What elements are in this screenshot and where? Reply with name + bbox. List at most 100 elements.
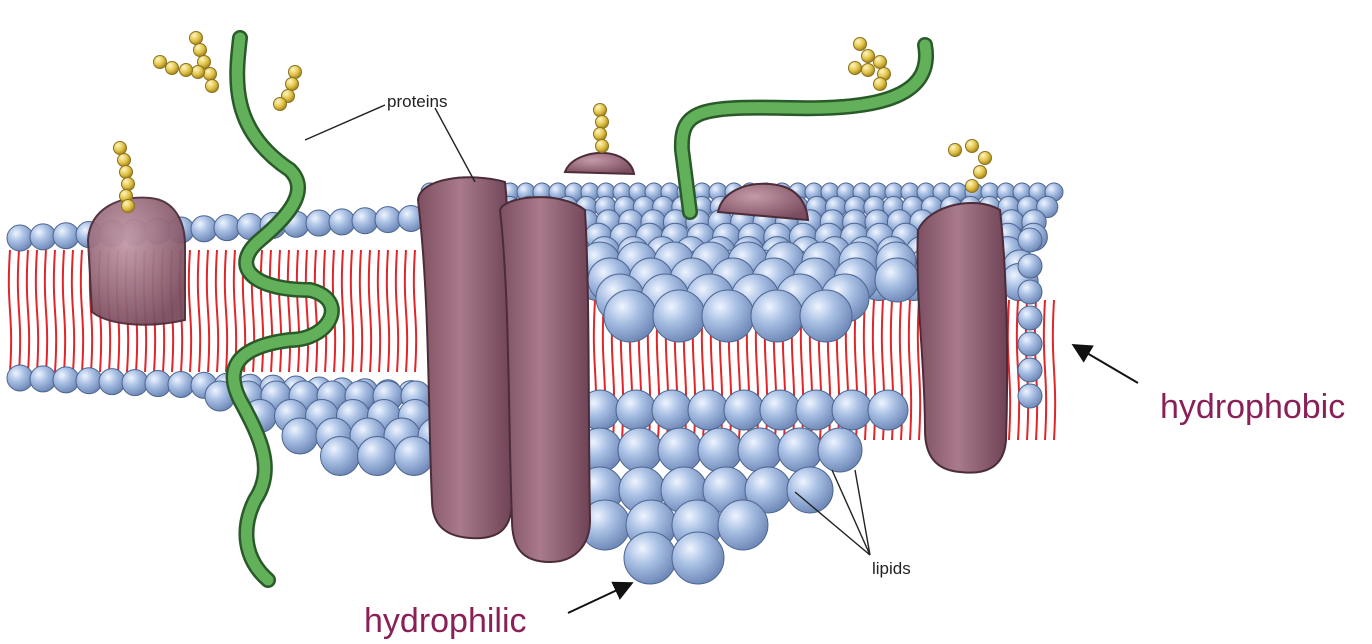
- lipid-head: [724, 390, 764, 430]
- sugar-bead: [594, 104, 607, 117]
- sugar-bead: [166, 62, 179, 75]
- lipid-tail: [9, 250, 11, 372]
- sugar-bead: [849, 62, 862, 75]
- sugar-bead: [286, 78, 299, 91]
- lipid-tail: [288, 250, 290, 372]
- sugar-bead: [118, 154, 131, 167]
- lipid-head: [688, 390, 728, 430]
- hydrophobic-arrow: [1075, 346, 1138, 383]
- lipid-tail: [54, 250, 56, 372]
- lipid-head: [1018, 384, 1042, 408]
- lipid-head: [282, 418, 318, 454]
- lipid-head: [122, 370, 148, 396]
- lipid-tail: [342, 250, 344, 372]
- lipid-head: [352, 208, 378, 234]
- sugar-bead: [122, 200, 135, 213]
- lipid-head: [616, 390, 656, 430]
- sugar-bead: [206, 80, 219, 93]
- hydrophilic-arrow: [568, 584, 630, 613]
- lipid-head: [604, 290, 656, 342]
- lipid-head: [191, 216, 217, 242]
- lipid-head: [778, 428, 822, 472]
- lipid-tail: [405, 250, 407, 372]
- lipid-tail: [81, 250, 83, 372]
- lipid-tail: [72, 250, 74, 372]
- lipid-tail: [45, 250, 47, 372]
- sugar-bead: [874, 78, 887, 91]
- sugar-bead: [596, 116, 609, 129]
- channel-protein-left-half: [418, 177, 512, 538]
- lipids-label: lipids: [872, 560, 911, 577]
- lipid-tail: [216, 250, 218, 372]
- channel-protein-right-half: [500, 197, 590, 562]
- lipid-head: [818, 428, 862, 472]
- lipid-head: [796, 390, 836, 430]
- lipid-head: [395, 437, 434, 476]
- lipid-head: [1018, 332, 1042, 356]
- lipid-tail: [63, 250, 65, 372]
- proteins-leader-line-1: [305, 105, 385, 140]
- lipid-tail: [369, 250, 371, 372]
- sugar-bead: [204, 68, 217, 81]
- lipid-head: [832, 390, 872, 430]
- lipid-tail: [378, 250, 380, 372]
- lipid-tail: [414, 250, 416, 372]
- lipid-head: [1018, 280, 1042, 304]
- lipid-head: [329, 209, 355, 235]
- hydrophobic-label: hydrophobic: [1160, 390, 1345, 424]
- lipid-head: [800, 290, 852, 342]
- lipid-head: [1018, 306, 1042, 330]
- lipid-head: [306, 210, 332, 236]
- sugar-bead: [854, 38, 867, 51]
- lipid-tail: [225, 250, 227, 372]
- lipid-head: [53, 367, 79, 393]
- lipid-tail: [1053, 300, 1055, 440]
- hydrophilic-label: hydrophilic: [364, 604, 527, 638]
- sugar-bead: [274, 98, 287, 111]
- lipid-head: [718, 500, 768, 550]
- lipid-head: [868, 390, 908, 430]
- lipids-leader-line-2: [832, 470, 870, 555]
- proteins-label: proteins: [387, 93, 447, 110]
- lipid-head: [760, 390, 800, 430]
- lipids-leader-line-1: [795, 492, 870, 555]
- lipid-tail: [198, 250, 200, 372]
- sugar-bead: [154, 56, 167, 69]
- lipid-head: [375, 207, 401, 233]
- sugar-bead: [949, 144, 962, 157]
- sugar-bead: [190, 32, 203, 45]
- lipid-tail: [270, 250, 272, 372]
- sugar-bead: [979, 152, 992, 165]
- sugar-bead: [596, 140, 609, 153]
- lipid-head: [787, 467, 833, 513]
- lipid-head: [1018, 228, 1042, 252]
- sugar-bead: [874, 56, 887, 69]
- lipid-head: [658, 428, 702, 472]
- lipid-tail: [351, 250, 353, 372]
- sugar-bead: [594, 128, 607, 141]
- lipid-head: [30, 366, 56, 392]
- sugar-bead: [862, 64, 875, 77]
- lipid-head: [76, 368, 102, 394]
- sugar-bead: [122, 178, 135, 191]
- lipid-head: [7, 365, 33, 391]
- lipid-tail: [189, 250, 191, 372]
- lipid-head: [214, 215, 240, 241]
- lipid-head: [1018, 358, 1042, 382]
- lipid-head: [321, 437, 360, 476]
- sugar-bead: [862, 50, 875, 63]
- lipid-head: [358, 437, 397, 476]
- lipid-tail: [396, 250, 398, 372]
- sugar-bead: [966, 180, 979, 193]
- sugar-bead: [180, 64, 193, 77]
- lipid-head: [145, 371, 171, 397]
- lipid-head: [738, 428, 782, 472]
- lipid-tail: [1008, 300, 1010, 440]
- lipid-tail: [18, 250, 20, 372]
- lipid-tail: [360, 250, 362, 372]
- lipid-head: [652, 390, 692, 430]
- lipid-tail: [279, 250, 281, 372]
- lipid-head: [672, 532, 724, 584]
- sugar-bead: [120, 166, 133, 179]
- lipid-tail: [909, 300, 911, 440]
